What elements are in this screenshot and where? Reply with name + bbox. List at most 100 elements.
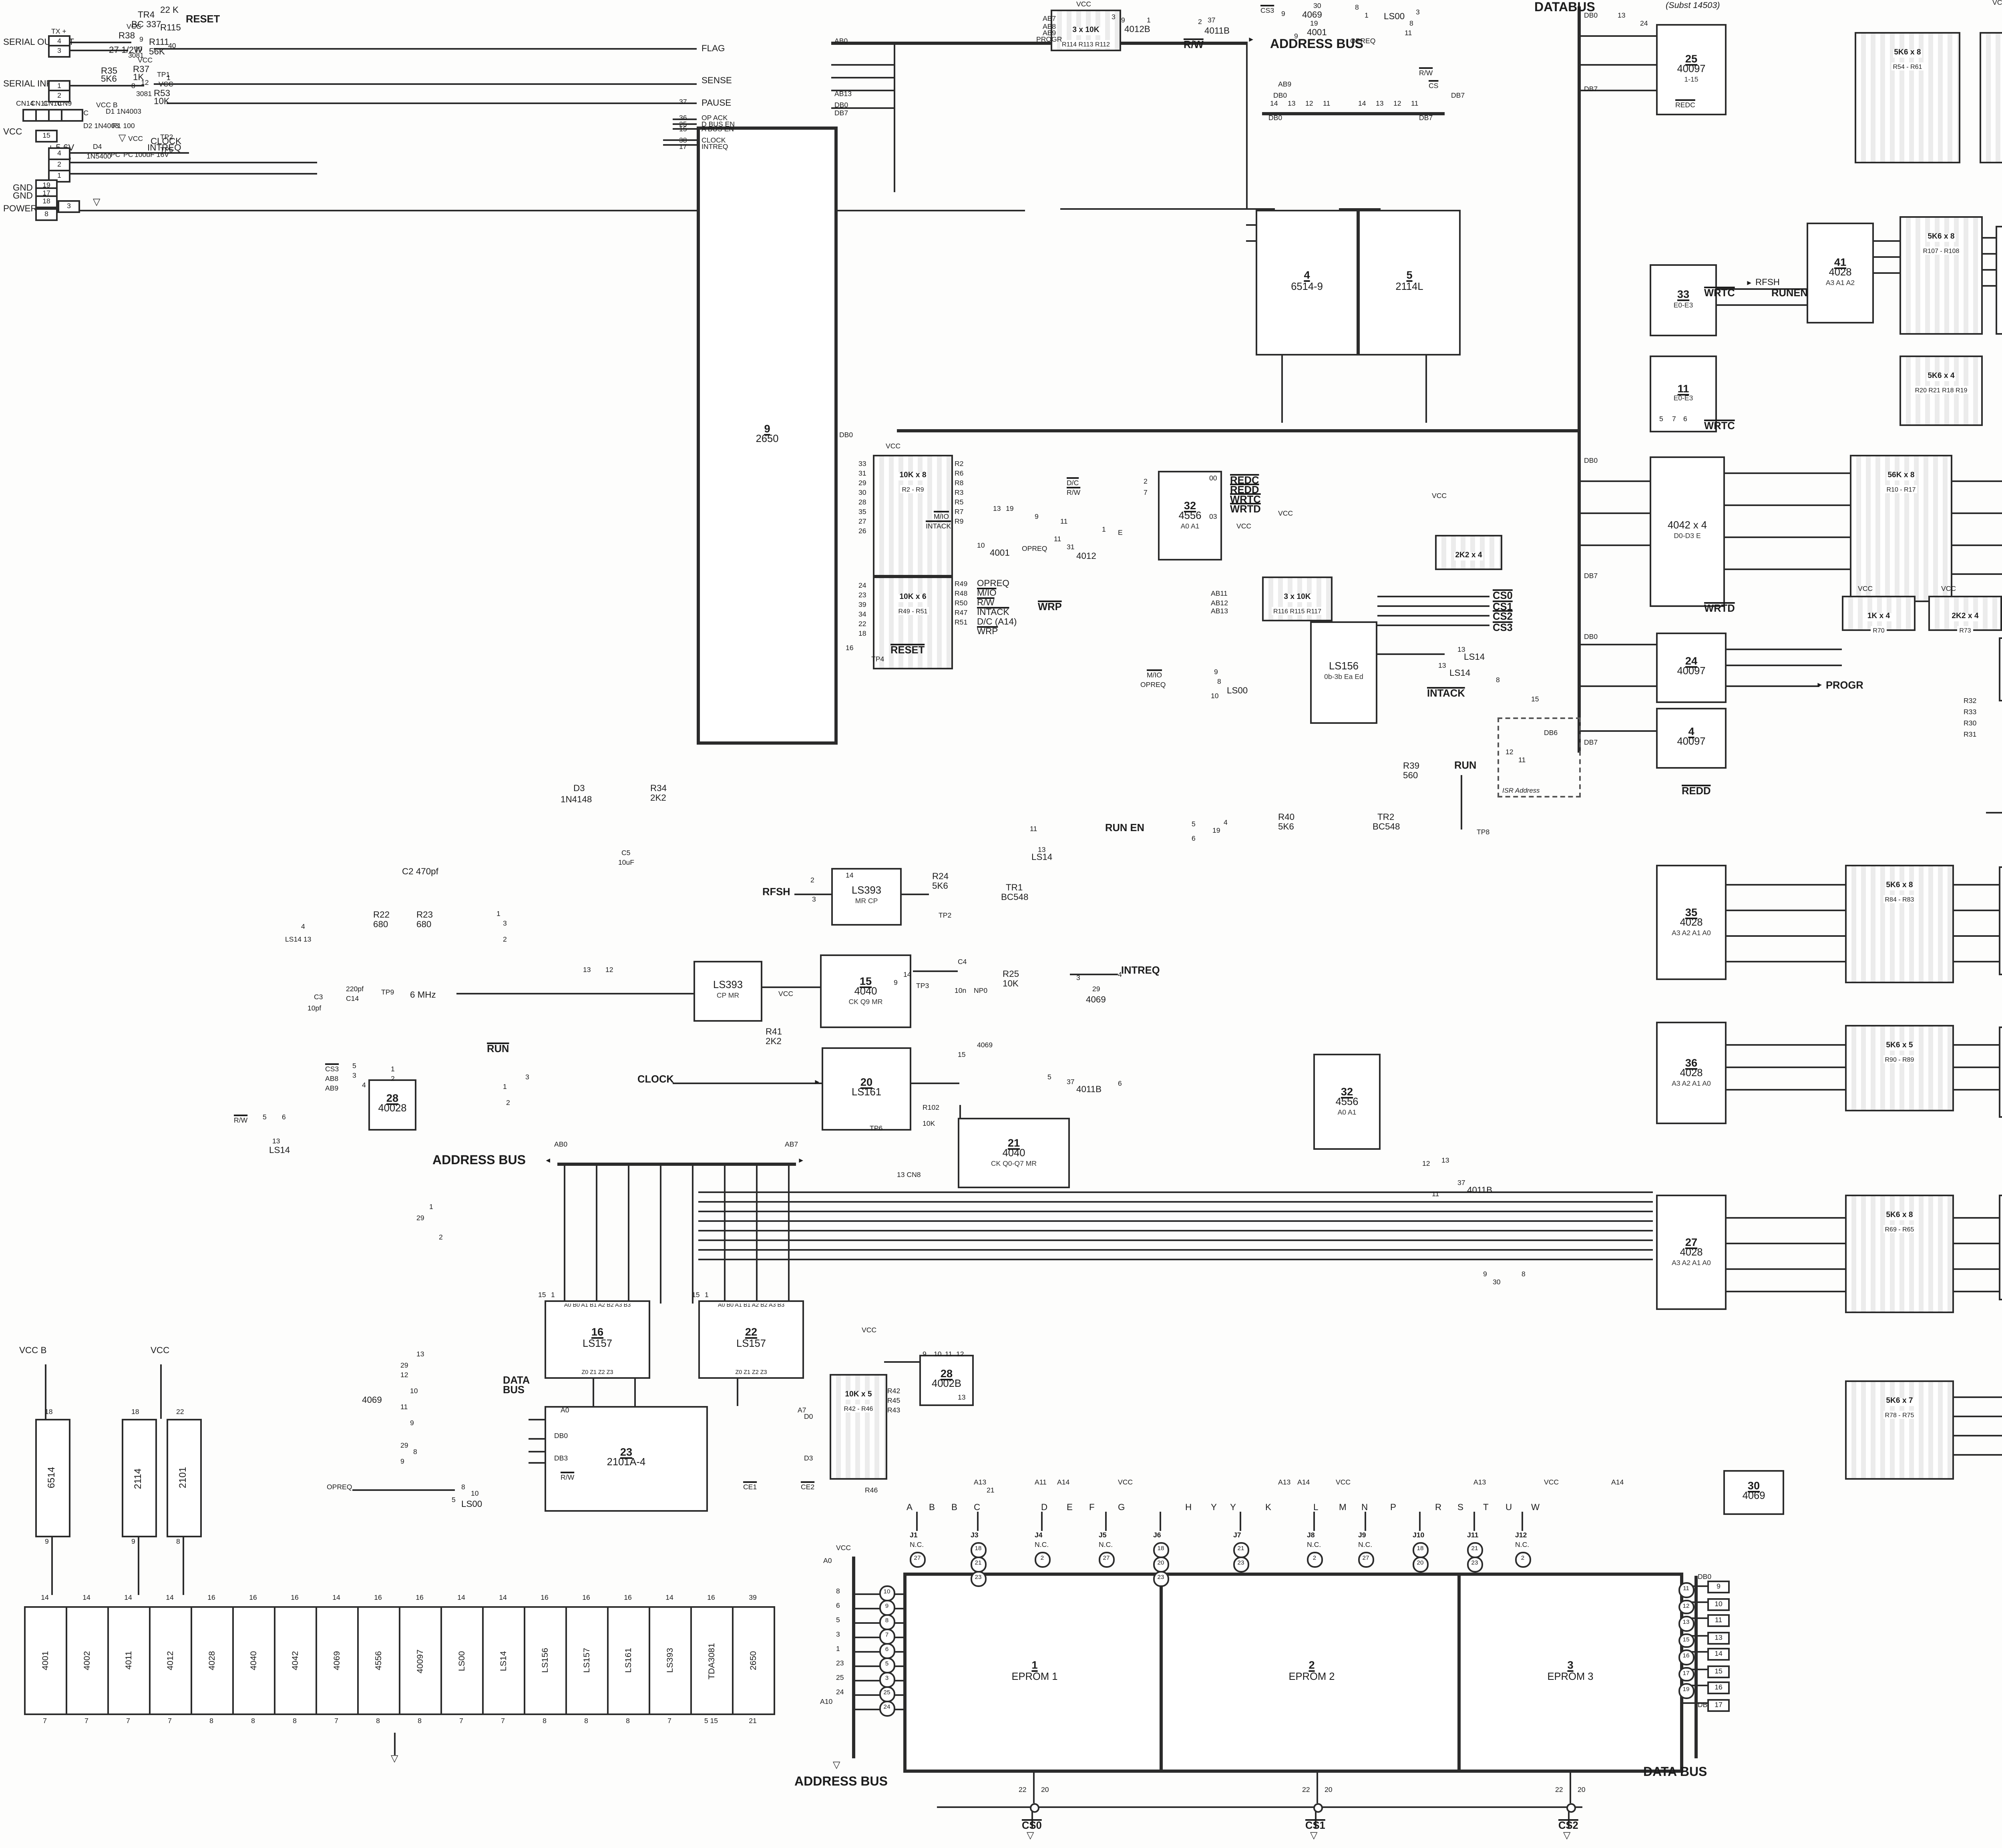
wire: [1522, 1512, 1523, 1531]
wire: [154, 48, 697, 50]
wire: [908, 1083, 959, 1084]
ic-number: 5: [1406, 271, 1413, 283]
wire: [1246, 42, 1248, 210]
label: DB0: [1268, 114, 1282, 122]
ic-sublabel: 0b-3b Ea Ed: [1324, 673, 1363, 681]
wire: [70, 152, 189, 154]
ic-sublabel: CK Q0-Q7 MR: [991, 1159, 1037, 1167]
ic-label: 6514: [48, 1467, 58, 1489]
wire: [1951, 1435, 2002, 1436]
wire: [698, 1220, 1653, 1222]
wire: [831, 64, 894, 66]
wire: [70, 42, 131, 43]
label: 22 K: [160, 6, 179, 16]
wire: [456, 993, 695, 994]
jumper-nc: N.C.: [1515, 1541, 1530, 1549]
wire: [70, 85, 144, 86]
dashed-box-label: ISR Address: [1502, 786, 1540, 794]
ic-label: 40028: [378, 1103, 407, 1115]
label: 1: [1102, 525, 1106, 533]
label: 18: [858, 629, 866, 637]
eprom-select-letter: D: [1041, 1504, 1048, 1513]
label: M/IO: [934, 512, 949, 520]
label: ▽: [1027, 1832, 1034, 1842]
eprom-pin: 6: [879, 1643, 894, 1658]
wire: [593, 1377, 594, 1406]
wire: [959, 1105, 961, 1118]
wire: [673, 1083, 822, 1084]
label: R9: [955, 517, 964, 525]
label: 16: [846, 644, 854, 652]
ic-top-pins: A0 B0 A1 B1 A2 B2 A3 B3: [718, 1303, 785, 1308]
ic-block: 393081: [1999, 866, 2002, 975]
resistor-network: 2K2 x 4: [1435, 535, 1502, 570]
wire: [1949, 573, 2002, 575]
label: 9: [1035, 512, 1039, 520]
ic-block: SWITCH: [1999, 637, 2002, 701]
table-cell: 4069: [316, 1606, 359, 1715]
label: 2: [503, 935, 507, 943]
wire: [1677, 1617, 1727, 1619]
label: DB6: [1544, 729, 1558, 737]
label: INTREQ: [702, 143, 728, 151]
resnet-value: 3 x 10K: [1282, 594, 1313, 602]
label: 4069: [362, 1396, 382, 1406]
label: 13: [1457, 645, 1465, 653]
wire: [1723, 649, 1842, 650]
table-cell: LS00: [440, 1606, 484, 1715]
label: VCC: [836, 1544, 851, 1552]
ic-number: 11: [1677, 384, 1689, 396]
label: 5K6: [101, 75, 117, 85]
label: 4069: [977, 1041, 993, 1049]
wire: [1339, 208, 1381, 210]
ic-label: 4556: [1178, 510, 1202, 522]
table-chip-name: 40097: [416, 1649, 425, 1673]
label: INTREQ: [1121, 966, 1160, 977]
table-chip-name: 4556: [374, 1651, 384, 1670]
label: DB0: [834, 101, 848, 109]
wire: [1949, 544, 2002, 546]
label: R46: [865, 1486, 878, 1494]
ic-sublabel: A0 A1: [1337, 1107, 1357, 1116]
label: 5K6: [1278, 823, 1294, 833]
label: 35: [858, 508, 866, 516]
label: 13: [583, 966, 591, 974]
ic-bottom-pins: Z0 Z1 Z2 Z3: [735, 1368, 767, 1375]
label: 9: [923, 1350, 927, 1358]
eprom-pin: 8: [879, 1614, 894, 1629]
label: 18: [45, 1408, 53, 1416]
ic-sublabel: A3 A2 A1 A0: [1672, 928, 1711, 936]
label: VCC: [159, 80, 174, 88]
jumper-pin: 18: [971, 1542, 986, 1557]
label: AB13: [834, 90, 852, 98]
eprom-pin: 19: [1678, 1683, 1694, 1698]
wire: [1419, 1512, 1421, 1531]
label: C2 470pf: [402, 868, 438, 878]
label: 9: [1121, 16, 1125, 24]
wire: [1951, 1089, 1999, 1091]
label: 14: [903, 970, 911, 978]
ic-sublabel: MR CP: [855, 897, 878, 905]
ic-label: 4028: [1680, 917, 1703, 929]
label: 1: [551, 1291, 555, 1299]
label: 21: [987, 1486, 995, 1494]
label: TP9: [381, 988, 394, 996]
eprom-select-letter: M: [1339, 1504, 1347, 1513]
table-chip-name: 4040: [249, 1651, 259, 1670]
eprom-select-letter: G: [1118, 1504, 1125, 1513]
wire: [1951, 1291, 1999, 1292]
label: TP6: [870, 1124, 883, 1132]
label: 22: [176, 1408, 184, 1416]
label: ►: [814, 1078, 821, 1086]
label: CLOCK: [637, 1075, 674, 1086]
ic-block: 403081: [1999, 1026, 2002, 1118]
connector-pin: 4: [48, 147, 70, 160]
eprom-pin: 17: [1678, 1666, 1694, 1681]
label: 10pf: [308, 1004, 322, 1012]
label: 24: [858, 581, 866, 589]
